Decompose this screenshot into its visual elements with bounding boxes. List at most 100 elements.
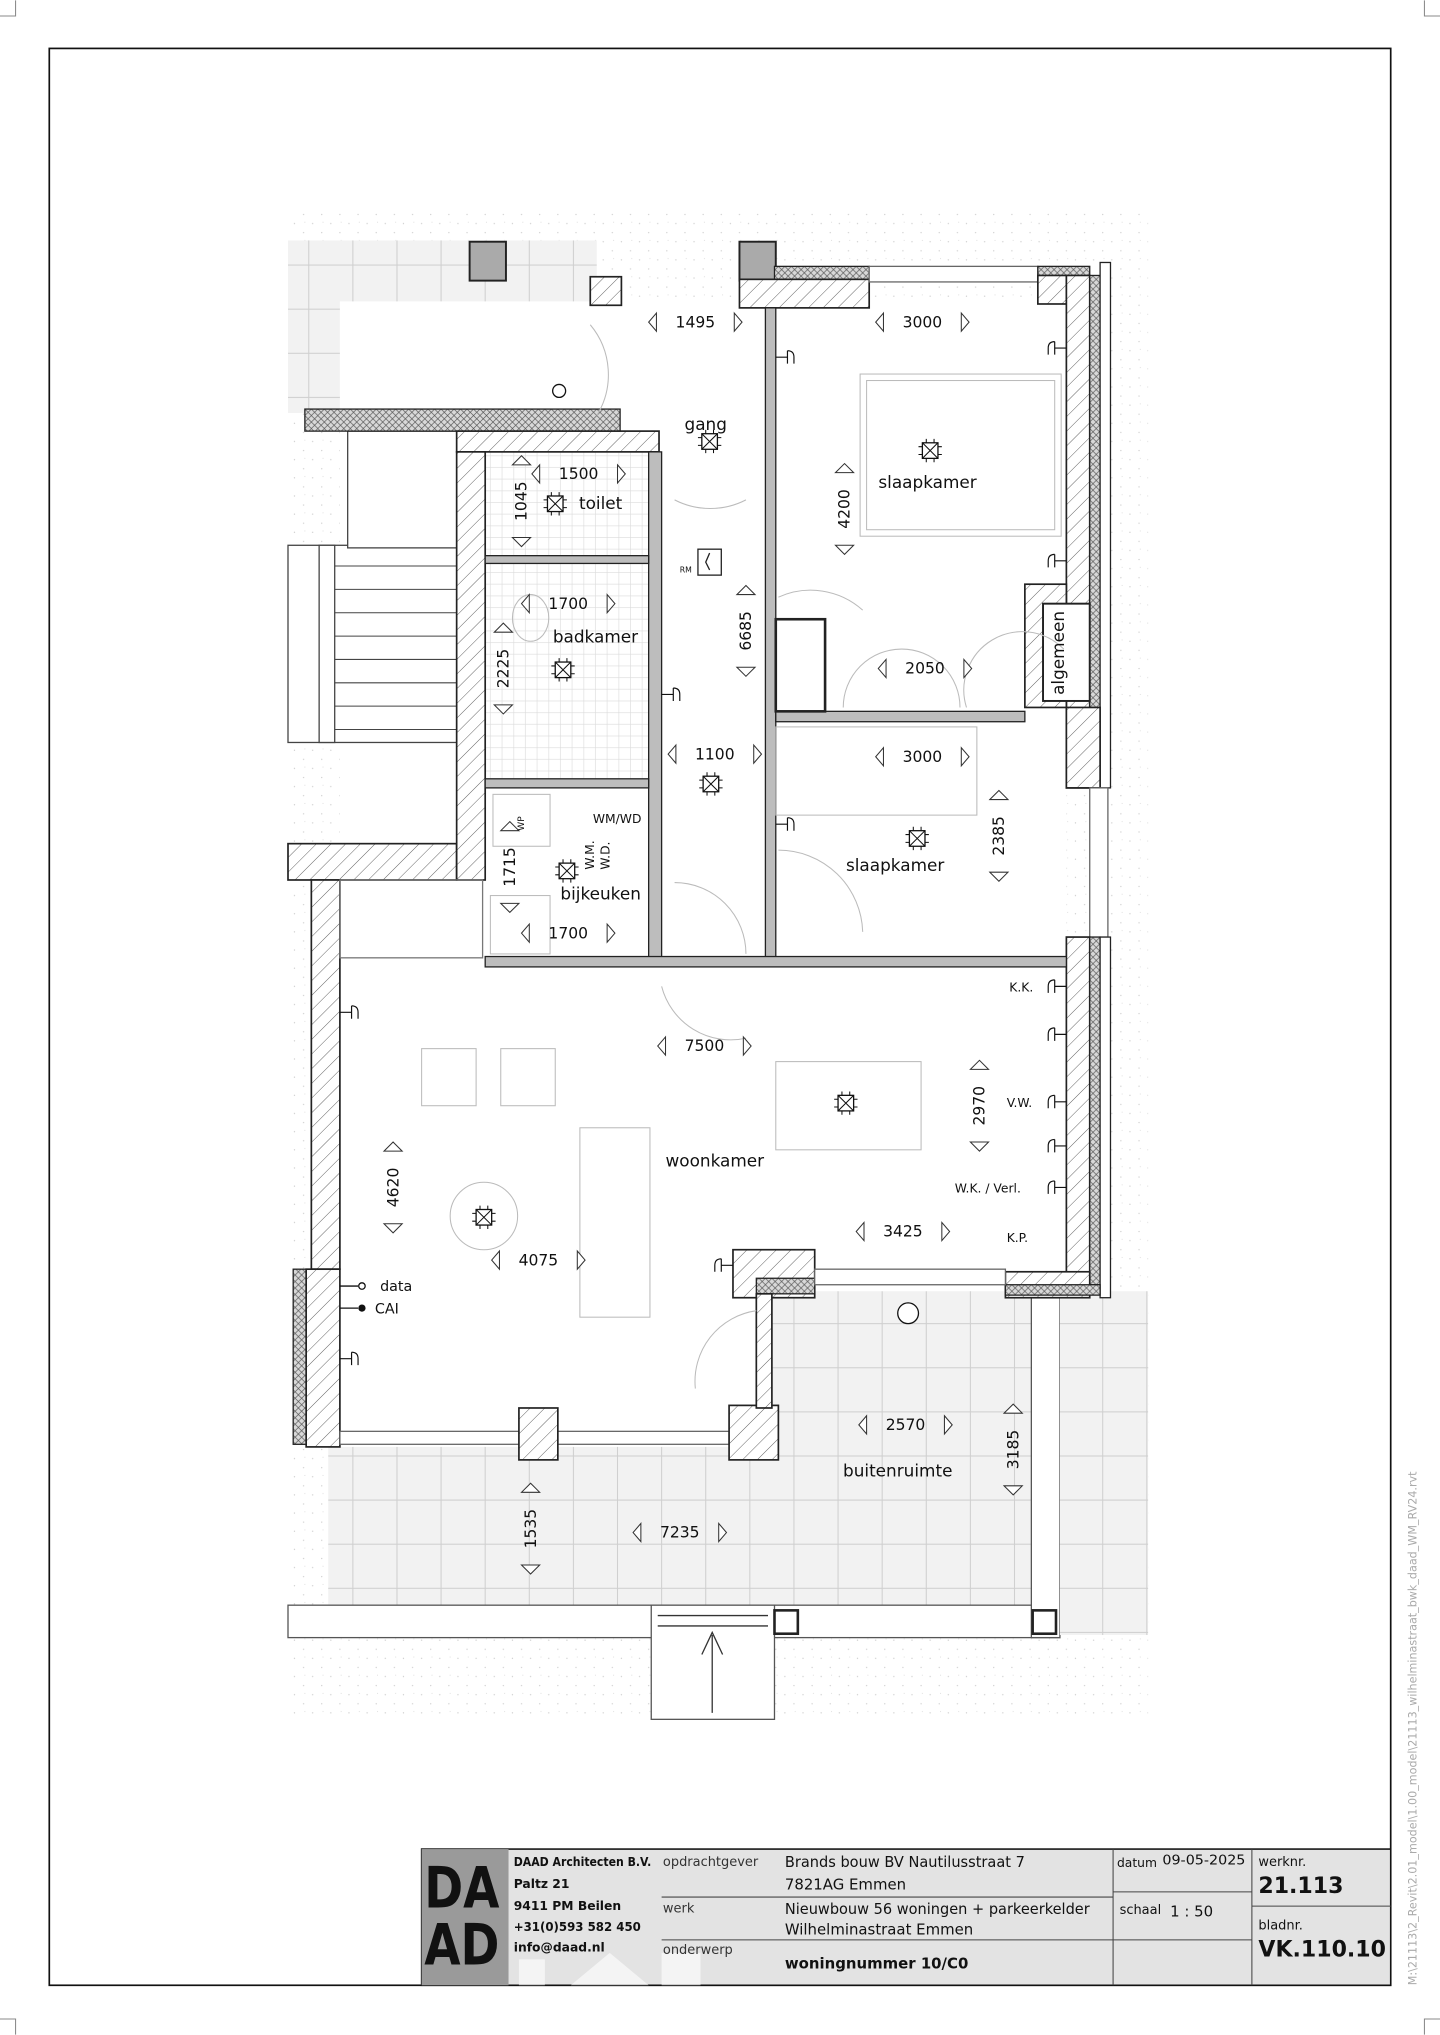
dimension-arrow-up xyxy=(493,622,514,633)
wall-socket-icon xyxy=(714,1258,733,1272)
dim-bijkeuken-width: 1700 xyxy=(548,924,588,942)
wm-label: W.M. xyxy=(583,840,597,869)
room-label-bijkeuken: bijkeuken xyxy=(560,883,641,903)
stairwell xyxy=(287,430,458,881)
ceiling-light-icon xyxy=(905,826,929,851)
onderwerp-value: woningnummer 10/C0 xyxy=(785,1954,968,1972)
wall-socket-icon xyxy=(1047,1138,1067,1153)
annotations: RM WM/WD W.M. W.D. WP K.K. V.W. W.K. / V… xyxy=(339,383,1033,1325)
dim-corridor-width: 1100 xyxy=(695,745,735,763)
dim-gang-length: 6685 xyxy=(737,611,755,651)
dimension-arrow-right xyxy=(960,311,970,333)
dim-toilet-depth: 1045 xyxy=(513,481,531,521)
furniture xyxy=(421,324,1065,1389)
dim-keuken-width: 3425 xyxy=(883,1223,923,1241)
vw-label: V.W. xyxy=(1007,1096,1032,1110)
dimension-arrow-up xyxy=(834,462,855,474)
dimension-arrow-down xyxy=(834,544,855,556)
datum-value: 09-05-2025 xyxy=(1162,1853,1245,1869)
werk-label: werk xyxy=(663,1902,695,1917)
company-street: Paltz 21 xyxy=(514,1877,570,1891)
dim-slaapkamer1-width: 3000 xyxy=(903,313,943,331)
dimension-arrow-down xyxy=(969,1141,990,1152)
dimension-arrow-right xyxy=(606,922,616,944)
ceiling-light-icon xyxy=(918,438,942,463)
werk-line-2: Wilhelminastraat Emmen xyxy=(785,1921,973,1939)
dimension-arrow-right xyxy=(753,743,763,765)
dim-slaapkamer1-depth: 4200 xyxy=(836,489,854,529)
logo-watermark xyxy=(518,1952,701,1986)
smoke-detector-icon xyxy=(552,383,567,399)
ceiling-lights xyxy=(472,429,942,1229)
dimension-arrow-left xyxy=(667,743,677,765)
ceiling-light-icon xyxy=(472,1205,496,1229)
dim-slaapkamer2-width: 3000 xyxy=(903,748,943,766)
wall-socket-icon xyxy=(1047,979,1067,993)
dimension-arrow-up xyxy=(511,455,532,466)
data-label: data xyxy=(380,1279,412,1295)
wall-socket-icon xyxy=(1047,341,1067,355)
ceiling-light-icon xyxy=(543,492,567,516)
wall-socket-icon xyxy=(1047,1180,1067,1194)
dimension-arrow-left xyxy=(858,1414,868,1436)
meterkast xyxy=(1042,602,1091,702)
ceiling-light-icon xyxy=(699,772,723,796)
room-label-gang: gang xyxy=(685,414,727,434)
dimension-arrow-right xyxy=(733,311,743,333)
dimension-arrow-right xyxy=(943,1414,953,1436)
dimension-arrow-up xyxy=(988,789,1010,801)
dim-keuken-depth: 2970 xyxy=(971,1086,989,1126)
wall-socket-icon xyxy=(339,1351,359,1366)
dim-terras-depth: 1535 xyxy=(522,1509,540,1549)
dim-bijkeuken-depth: 1715 xyxy=(501,847,519,887)
dimension-arrow-down xyxy=(493,704,514,715)
opdrachtgever-line-2: 7821AG Emmen xyxy=(785,1875,906,1893)
dim-closet-width: 2050 xyxy=(905,660,945,678)
dimension-arrow-up xyxy=(382,1141,404,1152)
dimension-arrow-right xyxy=(576,1249,586,1271)
data-outlet-icon xyxy=(339,1282,366,1290)
wk-verl-label: W.K. / Verl. xyxy=(955,1182,1021,1196)
cai-outlet-icon xyxy=(339,1304,366,1312)
terrace-tiles xyxy=(328,1446,1032,1606)
wm-wd-label: WM/WD xyxy=(593,812,642,826)
dimension-arrow-down xyxy=(511,536,532,548)
logo-line-2: AD xyxy=(424,1913,499,1979)
wall-socket-icon xyxy=(339,1005,359,1019)
dimension-arrow-left xyxy=(877,658,887,680)
dim-badkamer-depth: 2225 xyxy=(495,649,513,689)
dimension-arrow-up xyxy=(499,820,521,832)
room-label-buitenruimte: buitenruimte xyxy=(843,1461,952,1481)
bladnr-label: bladnr. xyxy=(1258,1919,1302,1934)
kp-label: K.P. xyxy=(1007,1231,1028,1245)
dimension-arrow-down xyxy=(499,902,521,914)
dimension-arrow-left xyxy=(632,1522,642,1544)
dim-buitenruimte-width: 2570 xyxy=(886,1416,926,1434)
rm-label: RM xyxy=(680,566,692,575)
dimension-arrow-right xyxy=(960,746,970,768)
dimension-arrow-left xyxy=(874,311,884,333)
dimension-arrow-right xyxy=(742,1035,752,1057)
dim-gang-width: 1495 xyxy=(676,313,716,331)
ceiling-light-icon xyxy=(555,859,579,883)
dimension-arrow-down xyxy=(735,666,757,678)
entry-steps xyxy=(650,1604,776,1720)
dimension-arrow-left xyxy=(657,1035,667,1057)
onderwerp-label: onderwerp xyxy=(663,1943,733,1958)
wall-sockets xyxy=(339,341,1067,1366)
dim-woonkamer-depth: 4620 xyxy=(384,1168,402,1208)
dimension-arrow-right xyxy=(941,1221,951,1243)
dimension-arrow-right xyxy=(963,658,973,680)
room-label-slaapkamer-1: slaapkamer xyxy=(878,472,976,492)
dimension-arrow-left xyxy=(647,311,657,333)
dim-terras-width: 7235 xyxy=(660,1524,700,1542)
title-block: DA AD DAAD Architecten B.V. Paltz 21 941… xyxy=(420,1848,1392,1987)
wall-socket-icon xyxy=(775,817,795,831)
floor-plan: gang toilet badkamer bijkeuken slaapkame… xyxy=(287,207,1420,1985)
company-city: 9411 PM Beilen xyxy=(514,1899,621,1913)
wall-socket-icon xyxy=(1047,553,1067,568)
dim-woonkamer-zit-width: 4075 xyxy=(519,1251,559,1269)
logo-block xyxy=(421,1849,509,1986)
dimension-arrow-left xyxy=(520,593,530,615)
